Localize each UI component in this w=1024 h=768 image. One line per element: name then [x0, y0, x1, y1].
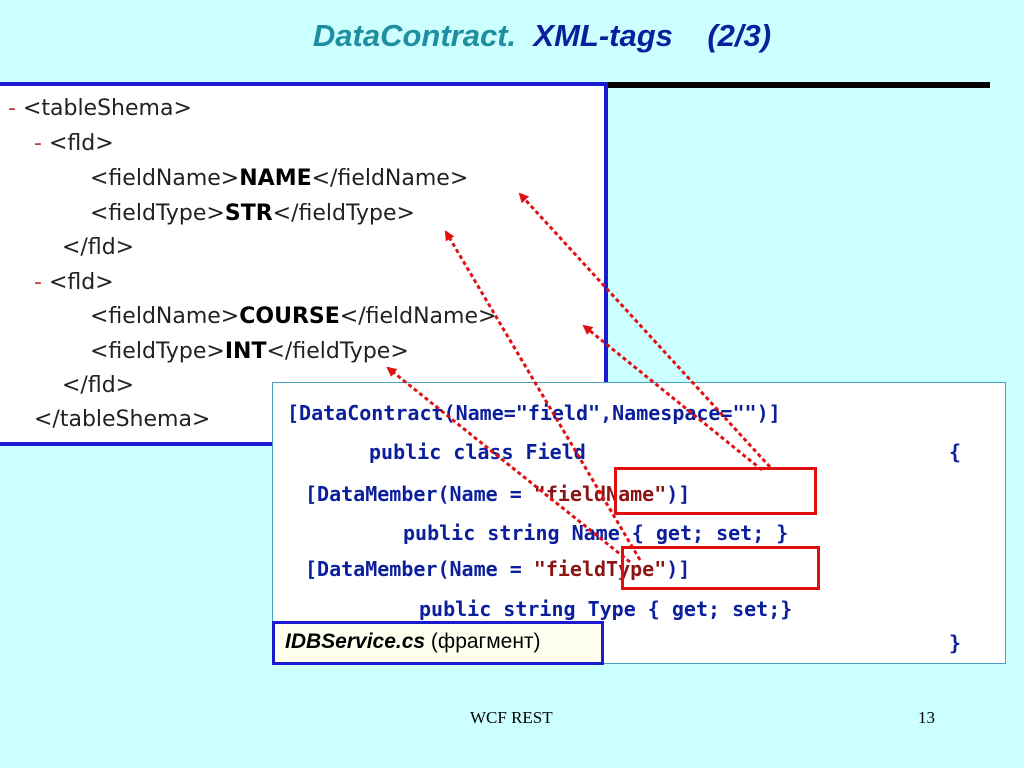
arrow-fieldtype-to-str: [444, 230, 642, 561]
code-line-datamember-type: [DataMember(Name = "fieldType")]: [305, 557, 690, 581]
arrow-fieldname-to-course: [582, 324, 763, 472]
xml-tag: <tableShema>: [22, 96, 192, 121]
xml-tag: <fieldName>: [90, 304, 240, 329]
title-part-xml-tags: XML-tags: [533, 18, 673, 53]
collapse-marker: -: [34, 131, 49, 156]
code-text: public string Type { get; set;}: [419, 597, 793, 621]
xml-tag: </fieldName>: [311, 166, 469, 191]
xml-value: COURSE: [239, 304, 340, 329]
highlight-box-fieldname: [614, 467, 817, 515]
code-class-name: Field: [525, 440, 586, 464]
file-name: IDBService.cs: [285, 630, 426, 653]
xml-tag: <fieldType>: [90, 201, 225, 226]
xml-tag: </fieldName>: [339, 304, 497, 329]
code-panel: [DataContract(Name="field",Namespace="")…: [272, 382, 1006, 664]
code-text: }: [949, 631, 962, 655]
code-line-class: public class Field: [369, 440, 586, 464]
collapse-marker: -: [34, 270, 49, 295]
code-text: )]: [666, 482, 691, 506]
xml-value: INT: [224, 339, 267, 364]
file-note: (фрагмент): [425, 630, 541, 653]
code-line-type-property: public string Type { get; set;}: [419, 597, 792, 621]
code-string: "fieldType": [533, 557, 667, 581]
code-line-datamember-name: [DataMember(Name = "fieldName")]: [305, 482, 690, 506]
collapse-marker: -: [8, 96, 23, 121]
code-keyword: public class: [369, 440, 514, 464]
xml-value: NAME: [239, 166, 312, 191]
xml-tag: <fieldName>: [90, 166, 240, 191]
xml-tag: </fld>: [62, 373, 135, 398]
xml-tag: </fld>: [62, 235, 135, 260]
code-text: )]: [666, 557, 691, 581]
xml-line: - <fld>: [34, 131, 114, 156]
code-open-brace: {: [949, 440, 961, 464]
title-part-page: (2/3): [707, 18, 772, 53]
xml-line: - <tableShema>: [8, 96, 192, 121]
arrow-fieldname-to-name: [518, 192, 772, 469]
xml-line: <fieldName>NAME</fieldName>: [90, 166, 468, 191]
code-text: [DataMember(Name =: [305, 557, 534, 581]
code-text: [DataMember(Name =: [305, 482, 534, 506]
xml-tag: </fieldType>: [266, 339, 409, 364]
xml-line: </fld>: [62, 373, 134, 398]
arrow-fieldtype-to-int: [386, 366, 631, 564]
xml-line: <fieldType>INT</fieldType>: [90, 339, 409, 364]
xml-tag: <fld>: [48, 270, 114, 295]
xml-value: STR: [224, 201, 273, 226]
code-close-brace: }: [949, 631, 961, 655]
title-part-datacontract: DataContract.: [312, 18, 517, 53]
page-number: 13: [918, 708, 935, 727]
xml-line: </fld>: [62, 235, 134, 260]
footer-title: WCF REST: [470, 708, 553, 727]
xml-tag: </tableShema>: [34, 407, 211, 432]
xml-tag: <fieldType>: [90, 339, 225, 364]
xml-line: <fieldName>COURSE</fieldName>: [90, 304, 496, 329]
xml-line: - <fld>: [34, 270, 114, 295]
code-text: [DataContract(Name="field",Namespace="")…: [287, 401, 781, 425]
highlight-box-fieldtype: [621, 546, 820, 590]
code-text: {: [949, 440, 962, 464]
slide-title: DataContract. XML-tags (2/3): [0, 18, 1024, 54]
file-caption: IDBService.cs (фрагмент): [272, 621, 604, 665]
xml-tag: </fieldType>: [272, 201, 415, 226]
xml-tag: <fld>: [48, 131, 114, 156]
xml-line: <fieldType>STR</fieldType>: [90, 201, 415, 226]
code-line-datacontract: [DataContract(Name="field",Namespace="")…: [287, 401, 781, 425]
xml-line: </tableShema>: [34, 407, 210, 432]
